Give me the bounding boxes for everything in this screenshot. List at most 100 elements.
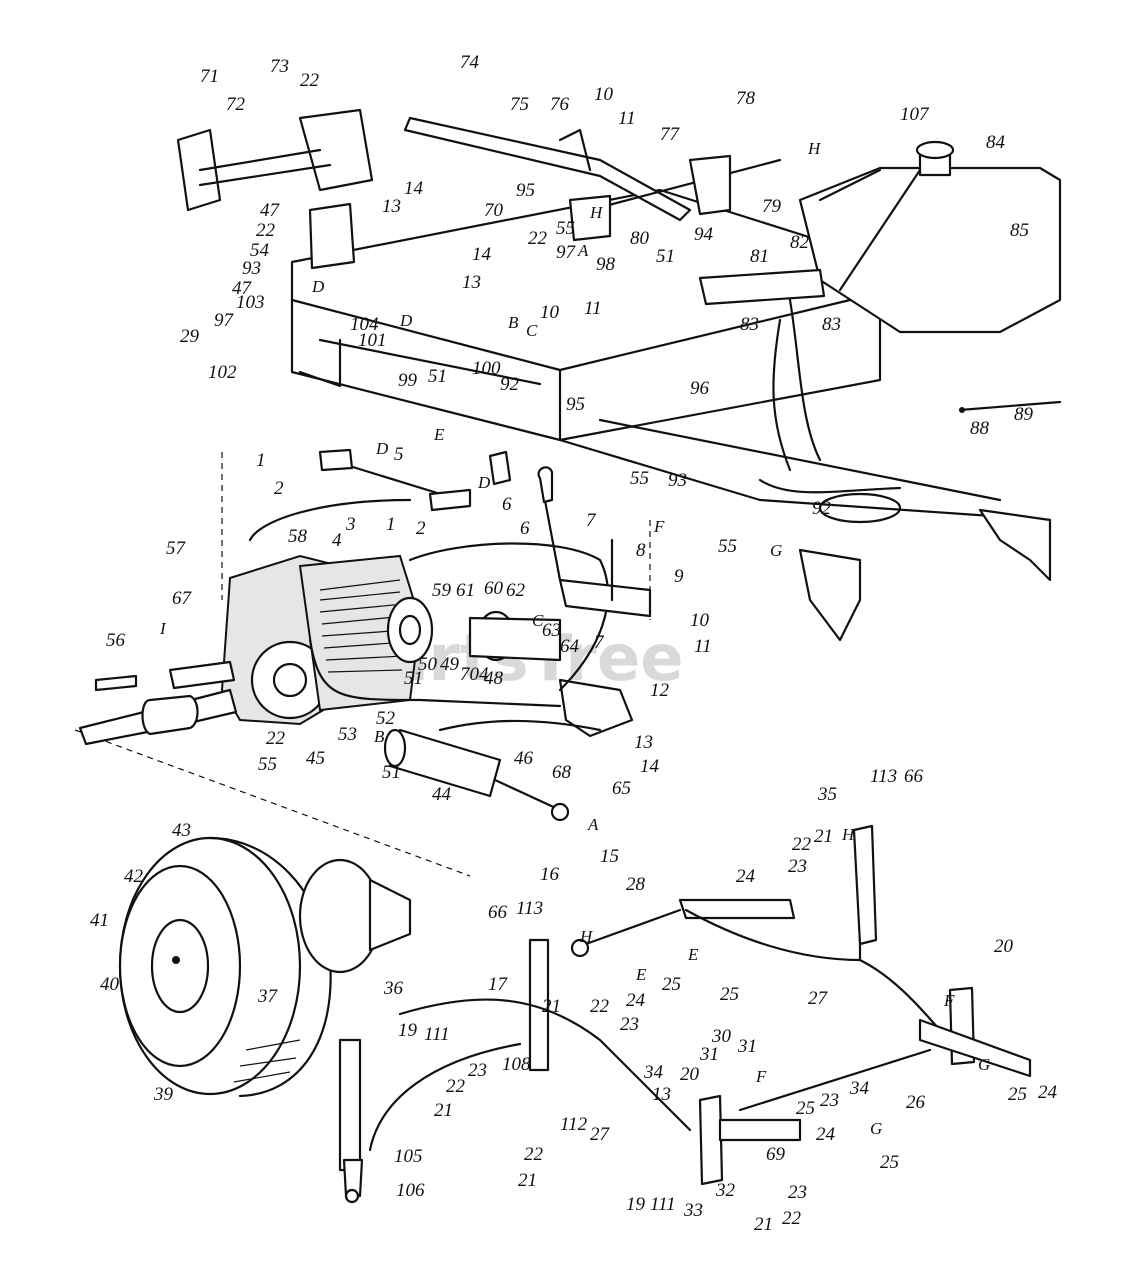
callout-c62: 62 — [506, 580, 526, 601]
callout-c47a: 47 — [260, 200, 281, 221]
callout-c61: 61 — [456, 580, 475, 601]
callout-cD4: D — [477, 473, 491, 492]
callout-c77: 77 — [660, 124, 681, 145]
callout-c7a: 7 — [586, 510, 597, 531]
callout-c88: 88 — [970, 418, 990, 439]
callout-c34b: 34 — [849, 1078, 870, 1099]
callout-c11b: 11 — [584, 298, 602, 319]
callout-c31a: 31 — [699, 1044, 719, 1065]
callout-c23d: 23 — [820, 1090, 839, 1111]
callout-c14a: 14 — [404, 178, 424, 199]
callout-cH2: H — [841, 825, 856, 844]
callout-c93a: 93 — [242, 258, 261, 279]
fuel-tank — [798, 140, 1062, 334]
callout-cE2: E — [687, 945, 699, 964]
callout-c14c: 14 — [640, 756, 660, 777]
hydraulic-pump — [468, 610, 634, 738]
callout-c92a: 92 — [500, 374, 520, 395]
callout-cC1: C — [526, 321, 538, 340]
callout-c89: 89 — [1014, 404, 1034, 425]
callout-c44: 44 — [432, 784, 452, 805]
callout-c43: 43 — [172, 820, 191, 841]
callout-c34a: 34 — [643, 1062, 664, 1083]
callout-c66b: 66 — [488, 902, 508, 923]
callout-c96: 96 — [690, 378, 710, 399]
callout-c50: 50 — [418, 654, 438, 675]
alignment-lines — [74, 452, 651, 877]
pedal-linkage — [398, 824, 1032, 1186]
callout-c40: 40 — [100, 974, 120, 995]
callout-cC2: C — [532, 611, 544, 630]
callout-c704: 704 — [460, 664, 489, 685]
callout-c65: 65 — [612, 778, 631, 799]
callout-c63: 63 — [542, 620, 561, 641]
callout-cD2: D — [399, 311, 413, 330]
callout-c76: 76 — [550, 94, 570, 115]
callout-c25a: 25 — [720, 984, 739, 1005]
callout-c28: 28 — [626, 874, 646, 895]
callout-c55a: 55 — [556, 218, 575, 239]
callout-c21a: 21 — [814, 826, 833, 847]
callout-c22i: 22 — [782, 1208, 802, 1229]
callout-c42: 42 — [124, 866, 144, 887]
callout-c21c: 21 — [434, 1100, 453, 1121]
callout-c52: 52 — [376, 708, 396, 729]
callout-c95a: 95 — [516, 180, 535, 201]
callout-c36: 36 — [383, 978, 404, 999]
callout-c73: 73 — [270, 56, 289, 77]
callout-cF3: F — [755, 1067, 767, 1086]
callout-c7b: 7 — [594, 632, 605, 653]
lift-cylinder — [383, 728, 570, 822]
callout-c84: 84 — [986, 132, 1006, 153]
callout-c55b: 55 — [630, 468, 649, 489]
callout-cF2: F — [943, 991, 955, 1010]
callout-c107: 107 — [900, 104, 930, 125]
callout-c22e: 22 — [792, 834, 812, 855]
callout-c95b: 95 — [566, 394, 585, 415]
callout-c11c: 11 — [694, 636, 712, 657]
callout-c24c: 24 — [1038, 1082, 1058, 1103]
callout-c68: 68 — [552, 762, 572, 783]
callout-c67: 67 — [172, 588, 193, 609]
callout-c39: 39 — [153, 1084, 174, 1105]
callout-c60: 60 — [484, 578, 504, 599]
callout-c14b: 14 — [472, 244, 492, 265]
callout-c6a: 6 — [502, 494, 512, 515]
callout-c27b: 27 — [590, 1124, 611, 1145]
callout-cE1: E — [433, 425, 445, 444]
callout-c5: 5 — [394, 444, 404, 465]
callout-c93b: 93 — [668, 470, 687, 491]
callout-c11a: 11 — [618, 108, 636, 129]
callout-c24a: 24 — [736, 866, 756, 887]
callout-c25d: 25 — [796, 1098, 815, 1119]
callout-cA1: A — [577, 241, 589, 260]
callout-c10b: 10 — [540, 302, 560, 323]
callout-c59: 59 — [432, 580, 452, 601]
callout-c64: 64 — [560, 636, 580, 657]
callout-cHm: H — [589, 203, 604, 222]
callout-c16: 16 — [540, 864, 560, 885]
callout-c70: 70 — [484, 200, 504, 221]
callout-c104: 104 — [350, 314, 379, 335]
callout-c20a: 20 — [994, 936, 1014, 957]
callout-c23b: 23 — [620, 1014, 639, 1035]
callout-c51d: 51 — [382, 762, 401, 783]
callout-c25e: 25 — [880, 1152, 899, 1173]
callout-c25c: 25 — [1008, 1084, 1027, 1105]
callout-c24b: 24 — [626, 990, 646, 1011]
callout-c13a: 13 — [382, 196, 401, 217]
transmission — [220, 554, 434, 726]
callout-c13d: 13 — [652, 1084, 671, 1105]
callout-c103: 103 — [236, 292, 265, 313]
callout-c23c: 23 — [468, 1060, 487, 1081]
callout-c23a: 23 — [788, 856, 807, 877]
callout-c82: 82 — [790, 232, 810, 253]
callout-c55c: 55 — [718, 536, 737, 557]
callout-c97b: 97 — [214, 310, 235, 331]
rod-88-89 — [958, 400, 1062, 413]
callout-c33: 33 — [683, 1200, 703, 1221]
callout-c22d: 22 — [266, 728, 286, 749]
callout-c30: 30 — [711, 1026, 732, 1047]
callout-c99: 99 — [398, 370, 418, 391]
callout-c26: 26 — [906, 1092, 926, 1113]
